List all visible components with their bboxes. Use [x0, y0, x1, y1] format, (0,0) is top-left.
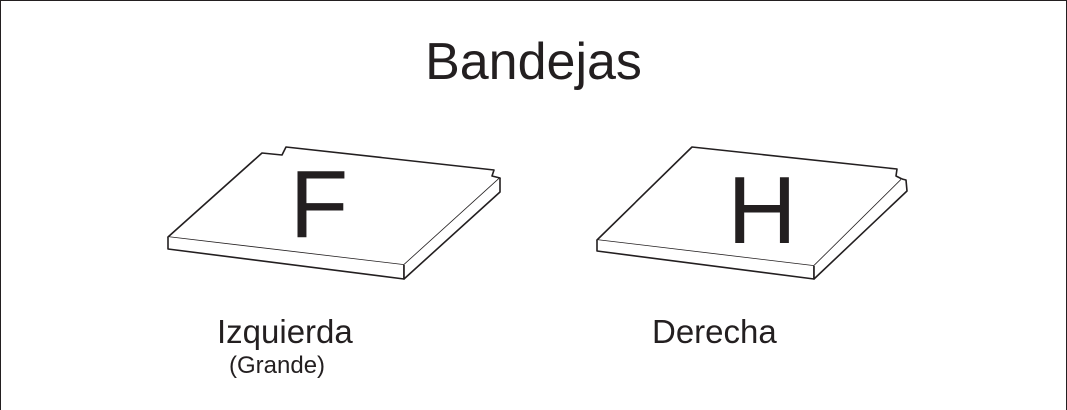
diagram-title: Bandejas: [425, 33, 642, 91]
tray-right-letter: H: [727, 157, 796, 264]
tray-left-label: Izquierda: [217, 313, 353, 350]
tray-right: [596, 146, 908, 280]
tray-left: [167, 146, 501, 280]
tray-right-label: Derecha: [652, 313, 777, 350]
tray-left-letter: F: [290, 151, 349, 258]
tray-right-side: [813, 178, 908, 280]
tray-left-sublabel: (Grande): [229, 352, 326, 379]
tray-left-side: [403, 178, 501, 280]
